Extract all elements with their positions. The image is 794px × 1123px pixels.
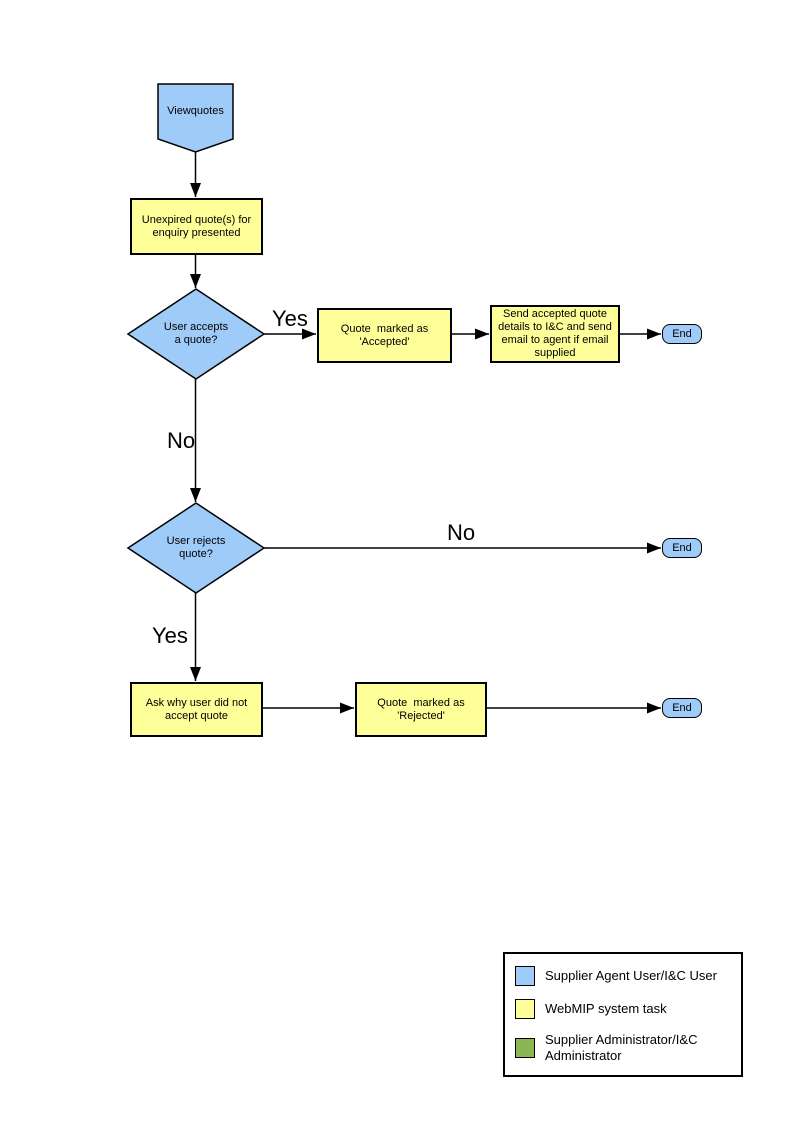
legend-swatch-green [515, 1038, 535, 1058]
legend-item-supplier-agent-user: Supplier Agent User/I&C User [515, 966, 733, 986]
legend-item-webmip-system-task: WebMIP system task [515, 999, 733, 1019]
legend-label: WebMIP system task [545, 1001, 667, 1016]
edge-label-reject-no: No [447, 520, 476, 545]
end-node-accept: End [662, 324, 702, 344]
end-node-no-reject: End [662, 538, 702, 558]
legend-swatch-yellow [515, 999, 535, 1019]
accept-decision-shape [126, 288, 266, 380]
task-send-details: Send accepted quote details to I&C and s… [490, 305, 620, 363]
reject-decision-shape [126, 502, 266, 594]
edge-label-accept-yes: Yes [272, 306, 308, 331]
legend-swatch-blue [515, 966, 535, 986]
task-ask-why: Ask why user did not accept quote [130, 682, 263, 737]
edge-label-accept-no: No [167, 428, 196, 453]
legend-item-supplier-administrator: Supplier Administrator/I&C Administrator [515, 1032, 733, 1064]
edge-label-reject-yes: Yes [152, 623, 188, 648]
task-marked-rejected: Quote marked as 'Rejected' [355, 682, 487, 737]
legend-box: Supplier Agent User/I&C User WebMIP syst… [503, 952, 743, 1077]
end-node-reject: End [662, 698, 702, 718]
start-node-shape [157, 83, 234, 153]
legend-label: Supplier Agent User/I&C User [545, 968, 717, 983]
task-marked-accepted: Quote marked as 'Accepted' [317, 308, 452, 363]
task-present-quotes: Unexpired quote(s) for enquiry presented [130, 198, 263, 255]
legend-label: Supplier Administrator/I&C Administrator [545, 1032, 698, 1063]
